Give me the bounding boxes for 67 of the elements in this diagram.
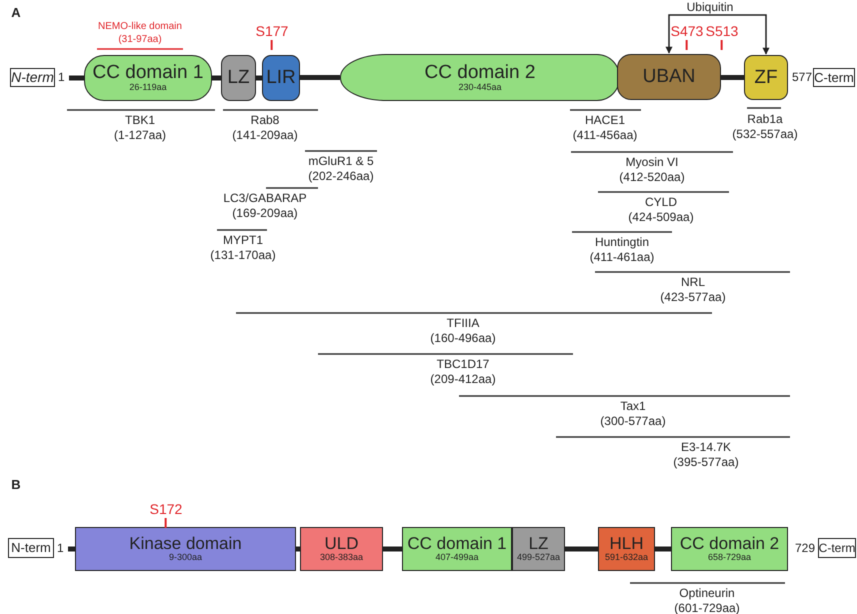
domain-name: Kinase domain [129, 535, 242, 554]
domain-name: HLH [609, 535, 644, 554]
binding-region-label: CYLD (424-509aa) [628, 195, 694, 225]
domain-name: CC domain 2 [424, 62, 536, 83]
domain-name: ULD [324, 535, 358, 554]
domain-box: UBAN [617, 54, 721, 100]
residue-number: 1 [58, 70, 65, 85]
domain-box [598, 527, 655, 571]
panel-letter: B [11, 477, 21, 492]
domain-name: CC domain 1 [407, 535, 507, 554]
linker-line [69, 76, 84, 80]
binding-region-label: E3-14.7K (395-577aa) [673, 440, 739, 470]
residue-range: 26-119aa [129, 83, 167, 93]
domain-box [512, 527, 565, 571]
residue-number: 577 [792, 70, 812, 85]
terminus-box: N-term [10, 68, 55, 87]
binding-region-label: Myosin VI (412-520aa) [619, 155, 685, 185]
linker-line [212, 76, 221, 80]
linker-line [721, 75, 744, 80]
binding-region-label: TBC1D17 (209-412aa) [430, 357, 496, 387]
binding-region-label: LC3/GABARAP (169-209aa) [223, 191, 307, 221]
arrow [666, 14, 710, 54]
residue-range: 499-527aa [516, 553, 560, 563]
residue-number: 1 [57, 541, 64, 556]
linker-line [565, 546, 598, 552]
modifier-label: Ubiquitin [678, 0, 742, 15]
residue-range: 407-499aa [435, 553, 479, 563]
domain-name: CC domain 2 [680, 535, 780, 554]
linker-line [383, 546, 402, 552]
domain-box [340, 54, 620, 101]
domain-box: ZF [744, 55, 788, 100]
binding-region-label: Huntingtin (411-461aa) [590, 235, 654, 265]
binding-region-label: Tax1 (300-577aa) [600, 399, 666, 429]
linker-line [256, 76, 262, 80]
residue-range: 658-729aa [708, 553, 752, 563]
panel-letter: A [11, 5, 21, 20]
residue-range: 230-445aa [458, 82, 502, 92]
residue-range: 9-300aa [168, 553, 202, 563]
binding-region-label: Rab8 (141-209aa) [232, 113, 298, 143]
residue-range: 591-632aa [604, 553, 648, 563]
linker-line [300, 75, 340, 80]
domain-name: CC domain 1 [92, 63, 204, 84]
domain-box [402, 527, 512, 571]
domain-box [671, 527, 788, 571]
domain-box: LZ [221, 55, 256, 101]
linker-line [296, 546, 300, 552]
domain-box [300, 527, 383, 571]
domain-name: LZ [528, 535, 548, 554]
arrow [710, 14, 770, 55]
domain-box [84, 55, 212, 101]
domain-box: LIR [262, 55, 300, 101]
terminus-box: C-term [813, 68, 855, 87]
domain-box [75, 527, 296, 571]
linker-line [655, 546, 671, 552]
region-label: NEMO-like domain (31-97aa) [98, 20, 182, 46]
binding-region-label: HACE1 (411-456aa) [572, 113, 638, 143]
binding-region-label: NRL (423-577aa) [660, 275, 726, 305]
binding-region-label: TFIIIA (160-496aa) [430, 316, 496, 346]
binding-region-label: mGluR1 & 5 (202-246aa) [308, 154, 374, 184]
binding-region-label: Rab1a (532-557aa) [732, 112, 798, 142]
residue-range: 308-383aa [320, 553, 364, 563]
binding-region-label: MYPT1 (131-170aa) [210, 233, 276, 263]
residue-number: 729 [795, 541, 816, 556]
linker-line [68, 546, 75, 552]
terminus-box: C-term [818, 538, 856, 558]
terminus-box: N-term [8, 538, 54, 558]
binding-region-label: TBK1 (1-127aa) [114, 113, 166, 143]
